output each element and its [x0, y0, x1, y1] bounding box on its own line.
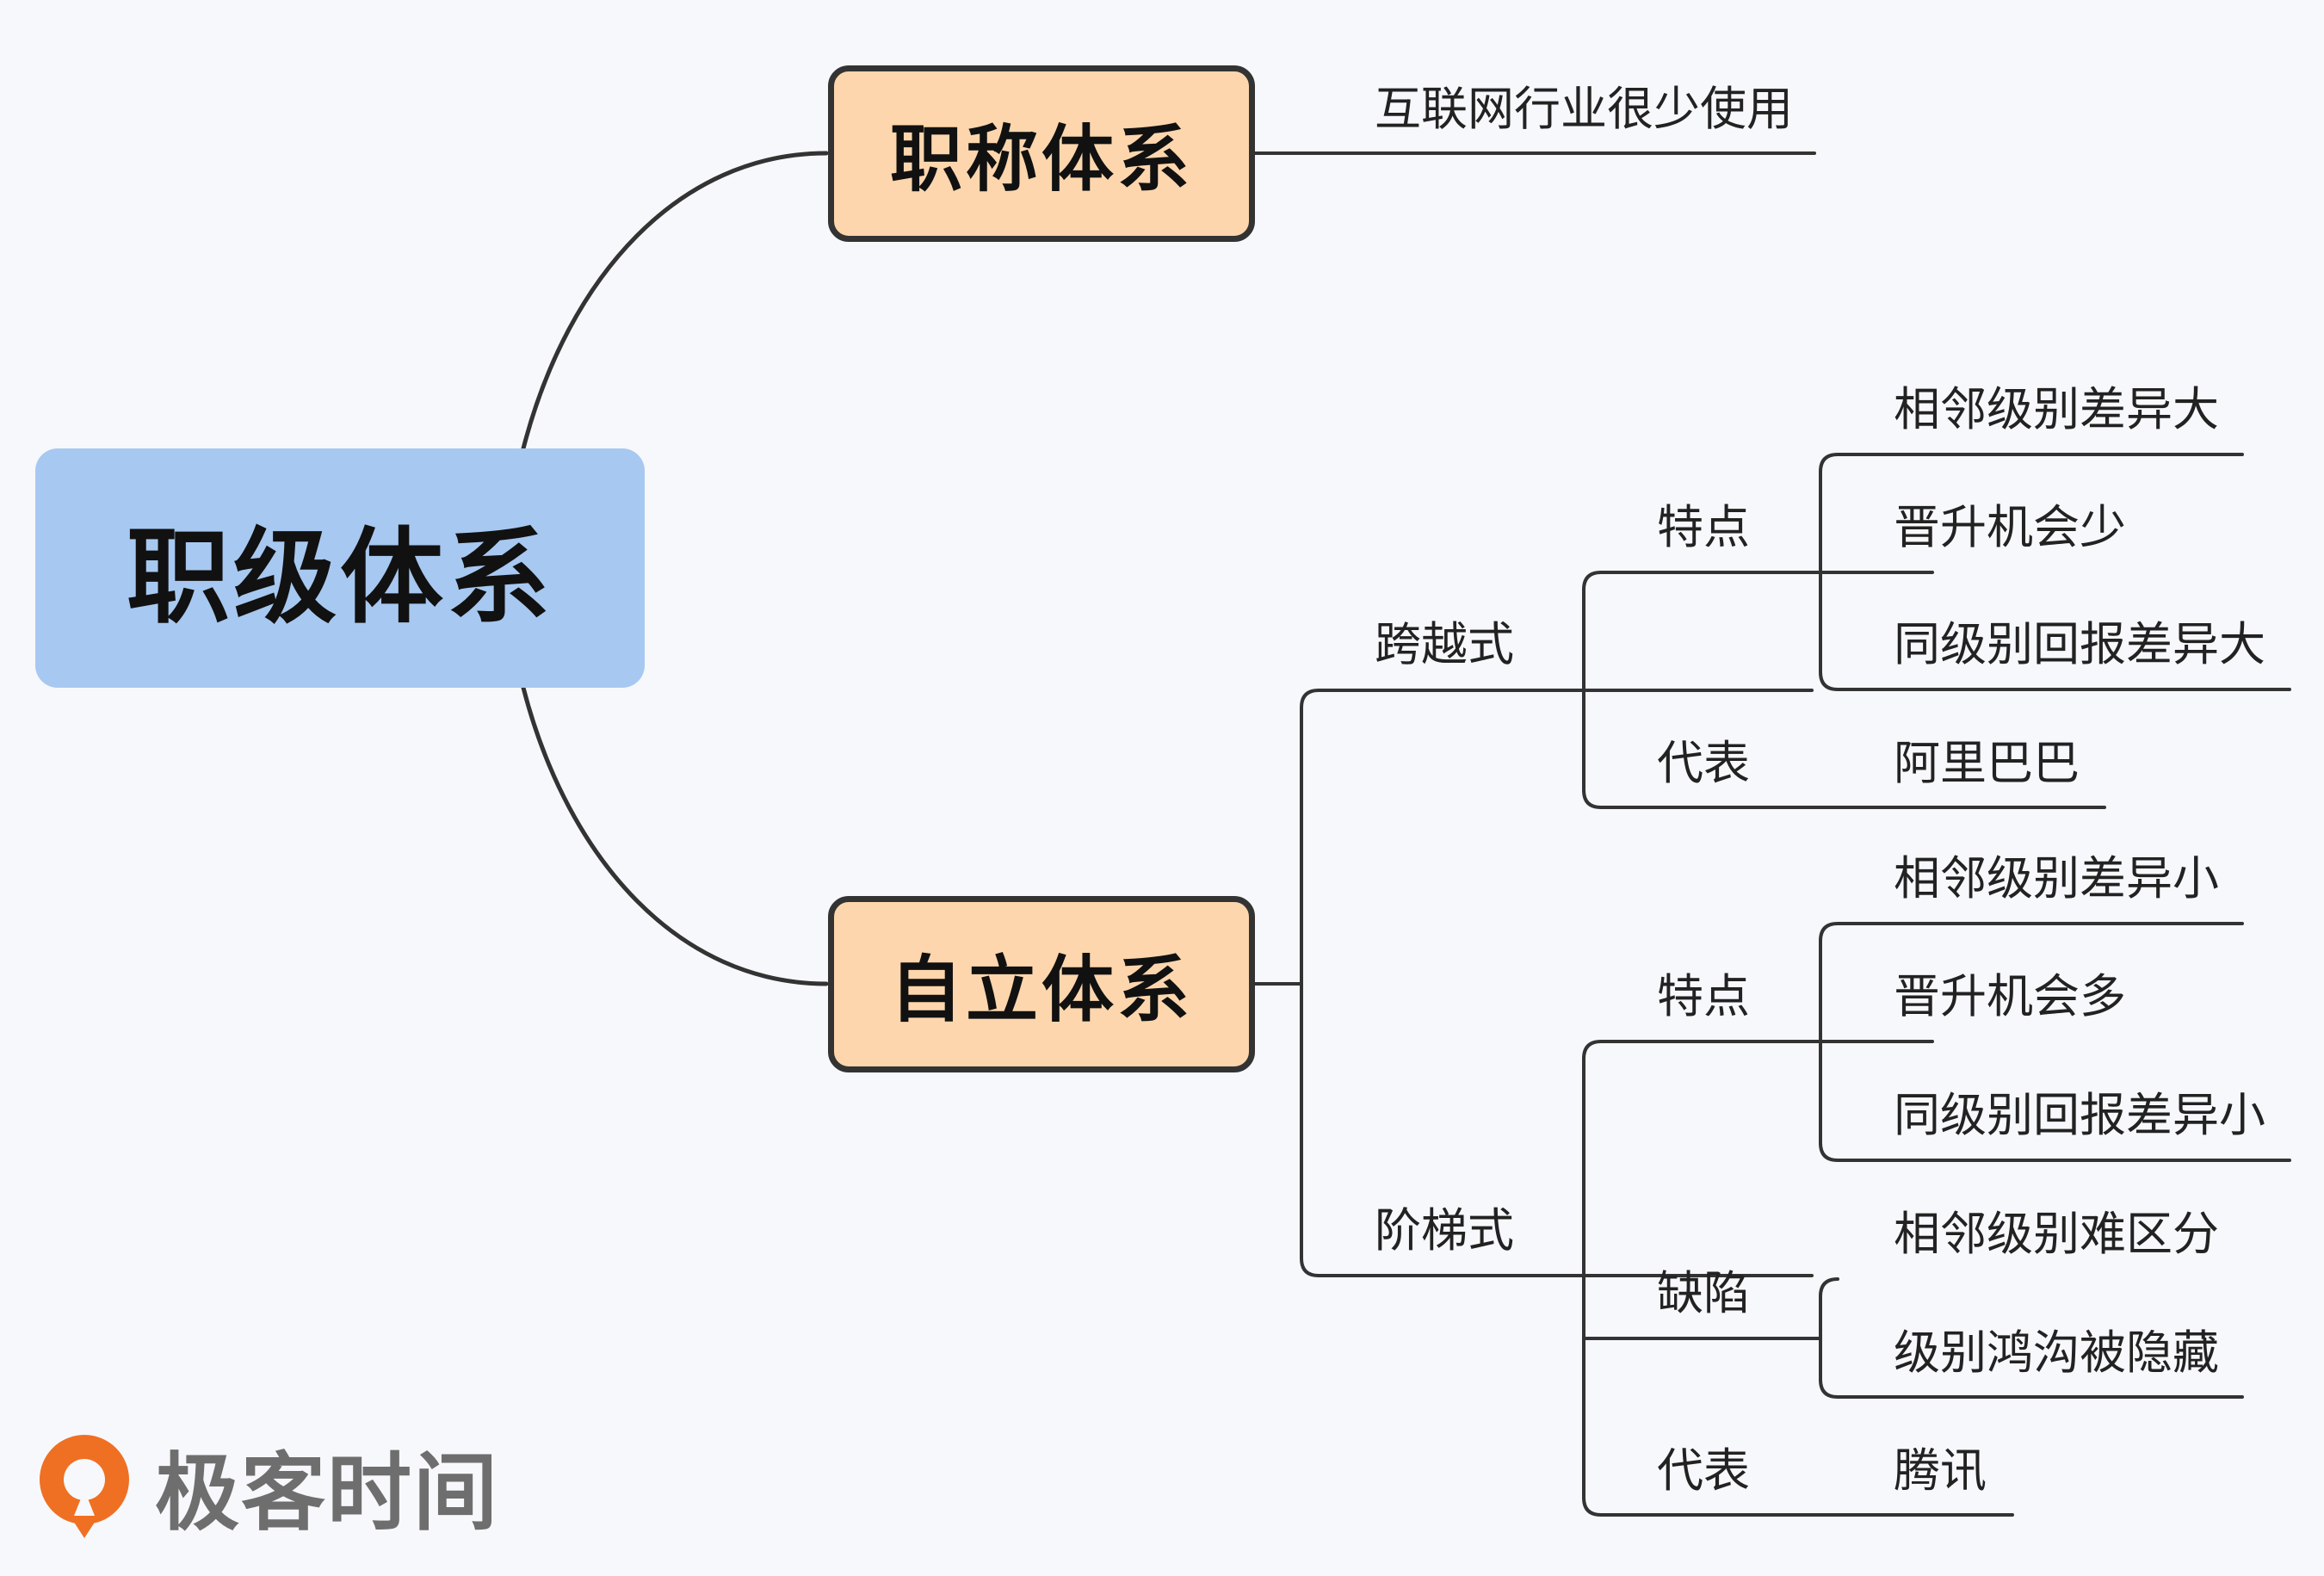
leaf-leapfrog-representative-value[interactable]: 阿里巴巴 [1894, 736, 2080, 790]
node-own-system[interactable]: 自立体系 [828, 896, 1255, 1072]
leaf-ladder-drawback-2[interactable]: 级别鸿沟被隐藏 [1894, 1326, 2219, 1380]
link-own-bracket [1253, 689, 1814, 1277]
link-ladder-bracket [1582, 1040, 2014, 1517]
node-ladder-drawbacks[interactable]: 缺陷 [1657, 1266, 1750, 1320]
node-ladder[interactable]: 阶梯式 [1375, 1203, 1514, 1258]
leaf-ladder-representative-value[interactable]: 腾讯 [1894, 1443, 1987, 1498]
leaf-ladder-feature-1[interactable]: 相邻级别差异小 [1894, 851, 2219, 905]
node-ladder-features[interactable]: 特点 [1657, 969, 1750, 1023]
node-leapfrog[interactable]: 跨越式 [1375, 617, 1514, 671]
node-leapfrog-representative[interactable]: 代表 [1657, 736, 1750, 790]
brand-logo: 极客时间 [33, 1425, 499, 1547]
link-root-own-system [521, 685, 829, 986]
leaf-ladder-drawback-1[interactable]: 相邻级别难区分 [1894, 1207, 2219, 1261]
node-ladder-representative[interactable]: 代表 [1657, 1443, 1750, 1498]
link-leapfrog-bracket [1582, 571, 2106, 809]
note-rarely-used[interactable]: 互联网行业很少使用 [1375, 82, 1793, 136]
root-node[interactable]: 职级体系 [35, 448, 645, 688]
node-leapfrog-features[interactable]: 特点 [1657, 500, 1750, 554]
leaf-ladder-feature-2[interactable]: 晋升机会多 [1894, 969, 2126, 1023]
link-root-title-system [521, 151, 829, 451]
brand-name: 极客时间 [155, 1444, 500, 1542]
node-title-system[interactable]: 职称体系 [828, 65, 1255, 242]
link-ladder-features-bracket [1819, 922, 2291, 1162]
link-ladder-drawbacks-bracket [1582, 1277, 2244, 1399]
leaf-leapfrog-feature-2[interactable]: 晋升机会少 [1894, 500, 2126, 554]
link-leapfrog-features-bracket [1819, 453, 2291, 691]
leaf-leapfrog-feature-1[interactable]: 相邻级别差异大 [1894, 382, 2219, 436]
leaf-ladder-feature-3[interactable]: 同级别回报差异小 [1894, 1088, 2265, 1142]
leaf-leapfrog-feature-3[interactable]: 同级别回报差异大 [1894, 617, 2265, 671]
geektime-logo-icon [40, 1435, 129, 1538]
